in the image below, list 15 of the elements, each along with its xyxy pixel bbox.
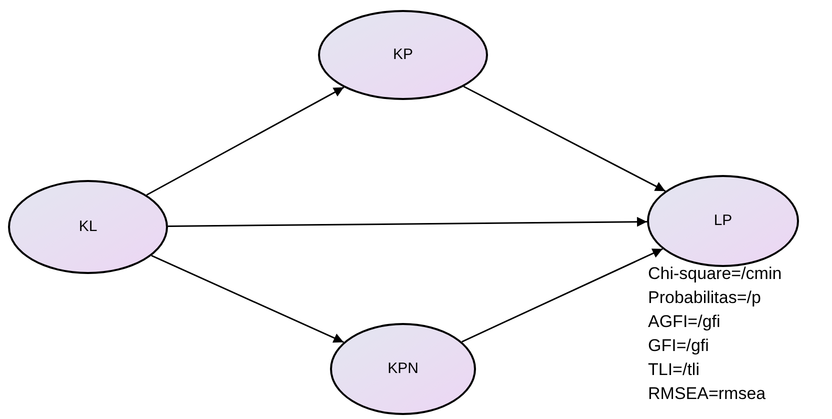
arrow (151, 254, 344, 343)
variable-name: LP (714, 210, 732, 231)
variable-name: KPN (388, 358, 418, 379)
fit-index-label: TLI=/tli (648, 359, 700, 381)
variable-name: KP (392, 44, 413, 65)
arrow (463, 86, 666, 192)
variable-name: KL (78, 216, 98, 237)
fit-index-label: RMSEA=rmsea (648, 383, 767, 405)
arrow (462, 248, 663, 342)
fit-index-label: GFI=/gfi (648, 335, 710, 357)
fit-index-label: AGFI=/gfi (648, 311, 722, 333)
fit-index-label: Chi-square=/cmin (648, 263, 782, 285)
arrow (168, 216, 648, 227)
fit-index-label: Probabilitas=/p (648, 287, 762, 309)
arrow (146, 86, 344, 196)
